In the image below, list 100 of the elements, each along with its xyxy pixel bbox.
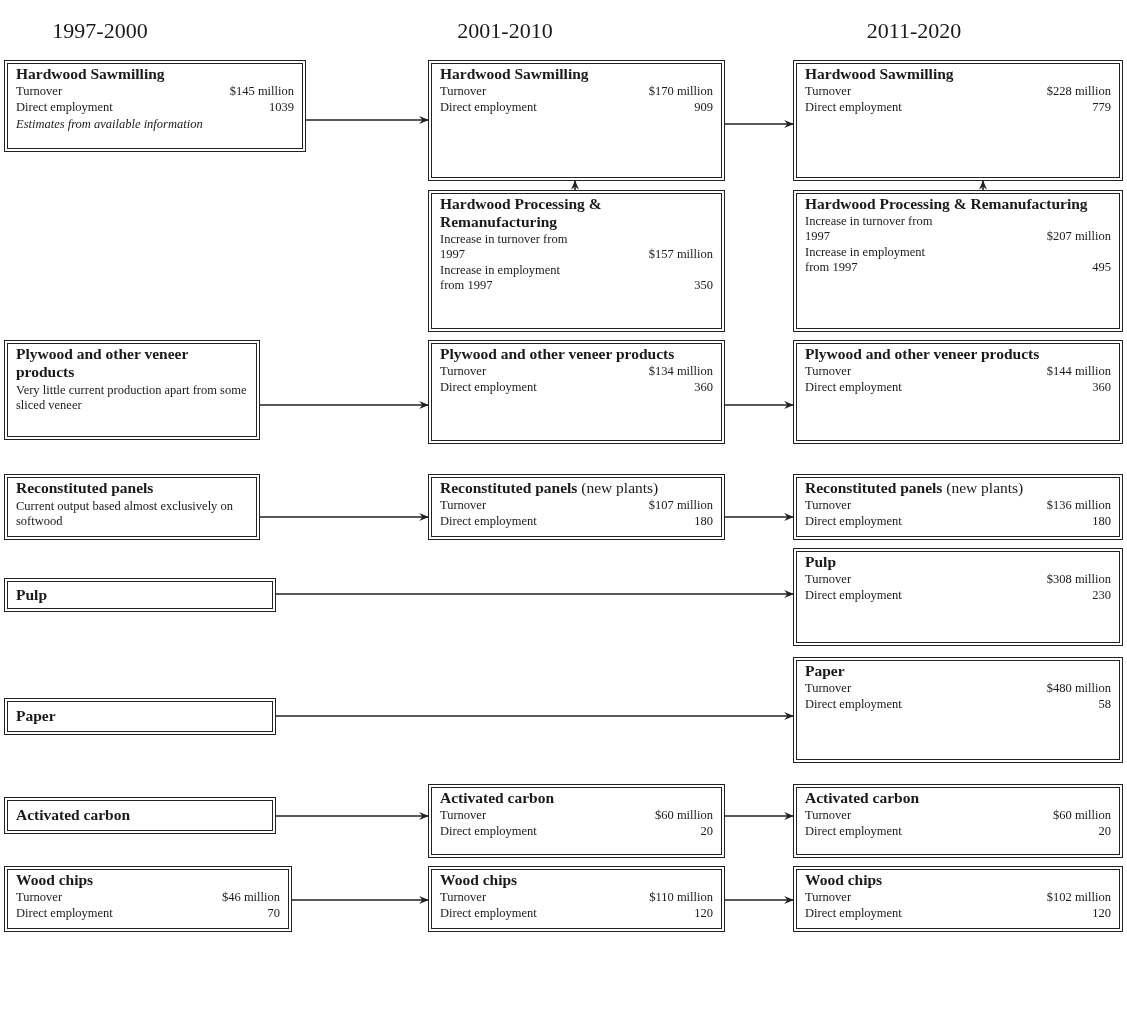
- category-box: [793, 474, 1123, 540]
- box-heading: Hardwood Sawmilling: [16, 65, 166, 83]
- box-heading: Paper: [805, 662, 846, 680]
- row-label: Direct employment: [805, 587, 902, 603]
- box-heading: Reconstituted panels (new plants): [440, 479, 660, 497]
- arrow: [571, 180, 579, 191]
- row-value: 120: [694, 905, 713, 921]
- box-heading: Plywood and other veneer products: [805, 345, 1041, 363]
- row-label: Direct employment: [440, 379, 537, 395]
- arrow: [275, 590, 794, 598]
- category-box: [793, 657, 1123, 763]
- row-value: $157 million: [648, 246, 713, 262]
- category-box: [793, 190, 1123, 332]
- box-heading: Hardwood Sawmilling: [805, 65, 955, 83]
- row-label: Direct employment: [805, 513, 902, 529]
- note-text: Very little current production apart from some sliced veneer: [16, 382, 248, 413]
- period-heading: 2011-2020: [865, 18, 963, 44]
- box-heading: Hardwood Processing & Remanufacturing: [440, 195, 603, 231]
- row-label: Turnover: [440, 807, 487, 823]
- row-label: Increase in turnover from 1997: [440, 231, 569, 262]
- category-box: [4, 698, 276, 735]
- row-value: $60 million: [655, 807, 713, 823]
- row-label: Direct employment: [805, 696, 902, 712]
- period-heading: 1997-2000: [51, 18, 149, 44]
- box-heading: Activated carbon: [440, 789, 556, 807]
- row-value: $136 million: [1046, 497, 1111, 513]
- box-heading: Hardwood Sawmilling: [440, 65, 590, 83]
- row-value: 180: [1092, 513, 1111, 529]
- row-label: Turnover: [805, 363, 852, 379]
- row-label: Turnover: [16, 889, 63, 905]
- row-value: 20: [1098, 823, 1111, 839]
- row-label: Direct employment: [805, 905, 902, 921]
- box-heading: Plywood and other veneer products: [16, 345, 190, 381]
- row-label: Turnover: [805, 680, 852, 696]
- row-value: 70: [267, 905, 280, 921]
- row-value: $107 million: [648, 497, 713, 513]
- category-box: [428, 866, 725, 932]
- category-box: [4, 578, 276, 612]
- arrow: [724, 513, 794, 521]
- category-box: [428, 784, 725, 858]
- box-heading: Wood chips: [440, 871, 519, 889]
- box-heading: Reconstituted panels (new plants): [805, 479, 1025, 497]
- arrow: [275, 812, 429, 820]
- category-box: [428, 340, 725, 444]
- row-value: 360: [1092, 379, 1111, 395]
- row-label: Turnover: [805, 83, 852, 99]
- row-value: $110 million: [649, 889, 713, 905]
- category-box: [793, 60, 1123, 181]
- box-heading: Reconstituted panels: [16, 479, 155, 497]
- row-value: $145 million: [229, 83, 294, 99]
- arrow: [724, 896, 794, 904]
- row-value: $46 million: [222, 889, 280, 905]
- row-label: Turnover: [805, 497, 852, 513]
- row-label: Direct employment: [440, 823, 537, 839]
- row-label: Direct employment: [805, 99, 902, 115]
- row-label: Turnover: [440, 363, 487, 379]
- arrow: [291, 896, 429, 904]
- row-value: 58: [1098, 696, 1111, 712]
- row-value: 360: [694, 379, 713, 395]
- row-value: $228 million: [1046, 83, 1111, 99]
- category-box: [4, 866, 292, 932]
- arrow: [259, 401, 429, 409]
- arrow: [305, 116, 429, 124]
- arrow: [275, 712, 794, 720]
- box-heading: Wood chips: [805, 871, 884, 889]
- row-value: 909: [694, 99, 713, 115]
- category-box: [793, 548, 1123, 646]
- box-heading: Plywood and other veneer products: [440, 345, 676, 363]
- row-value: $134 million: [648, 363, 713, 379]
- arrow: [979, 180, 987, 191]
- category-box: [793, 784, 1123, 858]
- arrow: [259, 513, 429, 521]
- row-label: Increase in employment from 1997: [440, 262, 562, 293]
- row-label: Turnover: [440, 889, 487, 905]
- category-box: [793, 866, 1123, 932]
- row-value: 495: [1092, 259, 1111, 275]
- category-box: [428, 190, 725, 332]
- category-box: [4, 474, 260, 540]
- row-label: Turnover: [440, 83, 487, 99]
- box-heading: Activated carbon: [805, 789, 921, 807]
- row-label: Turnover: [16, 83, 63, 99]
- note-text: Estimates from available information: [16, 116, 204, 132]
- row-value: 230: [1092, 587, 1111, 603]
- arrow: [724, 812, 794, 820]
- row-label: Turnover: [440, 497, 487, 513]
- category-box: [4, 60, 306, 152]
- row-label: Increase in turnover from 1997: [805, 213, 934, 244]
- box-heading: Pulp: [16, 585, 48, 604]
- box-heading: Wood chips: [16, 871, 95, 889]
- box-heading: Paper: [16, 707, 57, 725]
- row-value: 779: [1092, 99, 1111, 115]
- category-box: [428, 60, 725, 181]
- row-label: Direct employment: [805, 379, 902, 395]
- row-value: $480 million: [1046, 680, 1111, 696]
- row-value: $102 million: [1046, 889, 1111, 905]
- row-label: Direct employment: [440, 99, 537, 115]
- category-box: [4, 797, 276, 834]
- arrow: [724, 120, 794, 128]
- arrow: [724, 401, 794, 409]
- row-value: 1039: [269, 99, 294, 115]
